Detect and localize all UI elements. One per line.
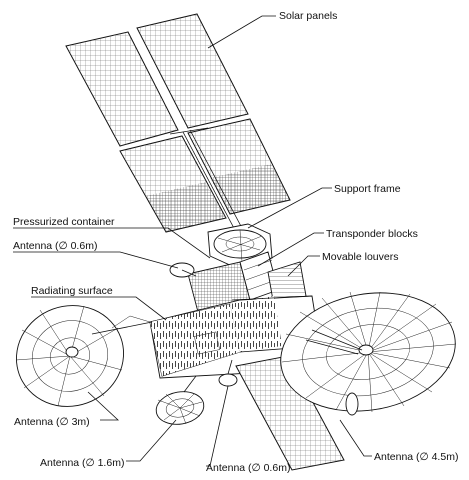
leader-pressurized-container <box>13 227 211 259</box>
leader-radiating-surface <box>31 296 167 321</box>
label-solar-panels: Solar panels <box>279 10 337 22</box>
leader-antenna-06-bottom <box>206 385 229 467</box>
label-antenna-06-bottom: Antenna (∅ 0.6m) <box>206 462 290 474</box>
antenna-4-5m <box>280 291 457 416</box>
leader-solar-panels <box>207 15 276 49</box>
movable-louvers <box>267 261 307 307</box>
label-antenna-16m: Antenna (∅ 1.6m) <box>40 457 124 469</box>
antenna-small-top <box>169 262 197 278</box>
leader-movable-louvers <box>287 255 320 277</box>
label-transponder-blocks: Transponder blocks <box>326 228 418 240</box>
main-bus <box>149 295 321 379</box>
label-radiating-surface: Radiating surface <box>31 285 113 297</box>
leader-antenna-3m <box>87 391 120 421</box>
leader-support-frame <box>247 187 332 229</box>
label-pressurized-container: Pressurized container <box>13 216 115 228</box>
support-frame <box>207 223 273 267</box>
lower-radiator-panel <box>235 355 345 471</box>
leader-lines <box>13 15 372 467</box>
label-antenna-45m: Antenna (∅ 4.5m) <box>374 451 458 463</box>
label-movable-louvers: Movable louvers <box>322 251 398 263</box>
label-support-frame: Support frame <box>334 183 401 195</box>
solar-panel-array <box>65 13 291 233</box>
label-antenna-06-top: Antenna (∅ 0.6m) <box>13 240 97 252</box>
leader-antenna-16m <box>126 419 177 462</box>
leader-antenna-06-top <box>13 251 179 269</box>
label-antenna-3m: Antenna (∅ 3m) <box>14 416 90 428</box>
leader-transponder-blocks <box>257 232 324 267</box>
leader-antenna-45m <box>339 419 372 457</box>
antenna-1-6m <box>155 375 205 425</box>
antenna-3m <box>15 305 153 407</box>
